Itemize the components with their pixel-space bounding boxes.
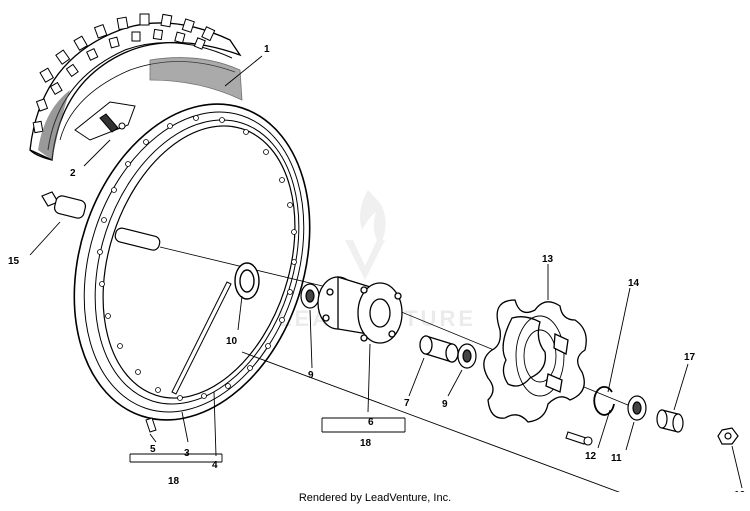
disc-bolt — [565, 431, 593, 446]
bearing-left — [300, 283, 320, 309]
brake-disc — [483, 299, 587, 423]
seal-left — [234, 262, 260, 300]
spacer — [419, 335, 459, 363]
callout-16: 16 — [734, 490, 746, 492]
callout-1: 1 — [264, 44, 270, 55]
callout-9a: 9 — [308, 370, 314, 381]
callout-18-right: 18 — [360, 438, 372, 449]
rim — [73, 103, 311, 421]
callout-3: 3 — [184, 448, 190, 459]
bearing-11 — [627, 395, 647, 421]
hub — [317, 276, 403, 344]
callout-11: 11 — [611, 453, 622, 464]
leader-lines — [29, 55, 743, 492]
callout-4: 4 — [212, 460, 218, 471]
callout-17: 17 — [684, 352, 696, 363]
bearing-right — [457, 343, 477, 369]
circlip — [593, 385, 615, 416]
callout-14: 14 — [628, 278, 640, 289]
callout-9b: 9 — [442, 399, 448, 410]
callout-numbers: 1 2 3 4 5 6 7 9 9 10 11 12 13 14 15 16 1… — [8, 44, 746, 492]
callout-2: 2 — [70, 168, 76, 179]
tire — [29, 13, 243, 161]
callout-5: 5 — [150, 444, 156, 455]
axle-nut — [717, 427, 739, 445]
tube-valve — [74, 101, 136, 141]
footer-credit: Rendered by LeadVenture, Inc. — [298, 492, 452, 504]
callout-7: 7 — [404, 398, 410, 409]
spoke — [145, 281, 232, 433]
callout-12: 12 — [585, 451, 597, 462]
callout-13: 13 — [542, 254, 554, 265]
collar — [656, 409, 684, 433]
callout-18-left: 18 — [168, 476, 180, 487]
callout-6: 6 — [368, 417, 374, 428]
wheel-exploded-diagram: LEADVENTURE — [8, 13, 746, 492]
callout-15: 15 — [8, 256, 20, 267]
callout-10: 10 — [226, 336, 238, 347]
